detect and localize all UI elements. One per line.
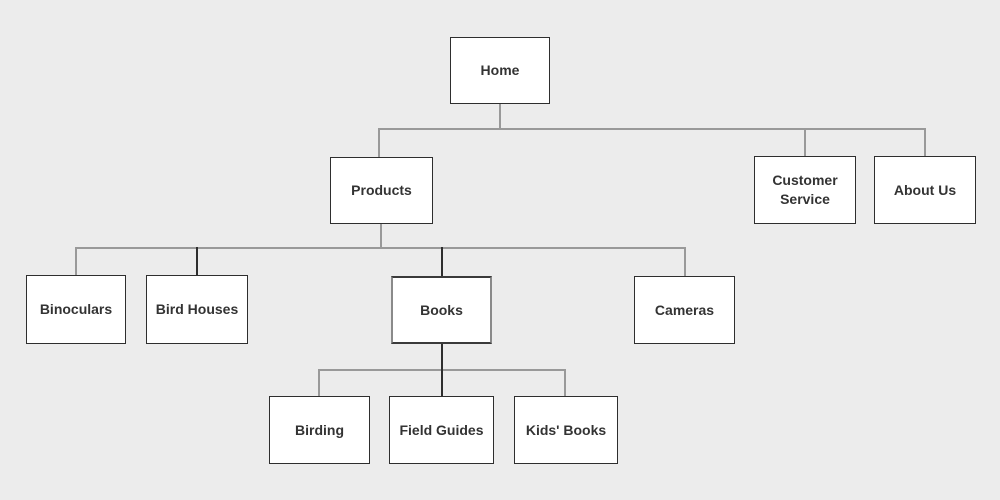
connector-drop-field-guides [441, 369, 443, 396]
connector-drop-cameras [684, 247, 686, 276]
node-customer-service[interactable]: Customer Service [754, 156, 856, 224]
connector-drop-binoculars [75, 247, 77, 275]
connector-drop-bird-houses [196, 247, 198, 275]
node-home-label: Home [480, 62, 520, 78]
connector-drop-products [378, 128, 380, 157]
node-binoculars[interactable]: Binoculars [26, 275, 126, 344]
connector-products-children-rail [75, 247, 686, 249]
node-birding-label: Birding [295, 421, 344, 438]
connector-home-stem [499, 104, 501, 130]
connector-drop-customer-service [804, 128, 806, 156]
node-field-guides-label: Field Guides [399, 421, 484, 438]
node-home[interactable]: Home [450, 37, 550, 104]
node-kids-books[interactable]: Kids' Books [514, 396, 618, 464]
node-about-us-label: About Us [893, 181, 957, 198]
node-cameras[interactable]: Cameras [634, 276, 735, 344]
node-cameras-label: Cameras [654, 301, 715, 318]
node-about-us[interactable]: About Us [874, 156, 976, 224]
node-bird-houses[interactable]: Bird Houses [146, 275, 248, 344]
node-binoculars-label: Binoculars [39, 301, 113, 317]
node-kids-books-label: Kids' Books [525, 421, 607, 438]
connector-drop-kids-books [564, 369, 566, 396]
connector-products-stem [380, 224, 382, 249]
connector-home-children-rail [378, 128, 926, 130]
node-birding[interactable]: Birding [269, 396, 370, 464]
connector-drop-about-us [924, 128, 926, 156]
connector-drop-birding [318, 369, 320, 396]
connector-books-stem [441, 344, 443, 371]
node-products[interactable]: Products [330, 157, 433, 224]
node-books[interactable]: Books [391, 276, 492, 344]
node-customer-service-label: Customer Service [772, 172, 838, 207]
node-bird-houses-label: Bird Houses [155, 301, 239, 317]
node-products-label: Products [351, 182, 412, 198]
node-field-guides[interactable]: Field Guides [389, 396, 494, 464]
connector-drop-books [441, 247, 443, 276]
node-books-label: Books [420, 301, 463, 318]
